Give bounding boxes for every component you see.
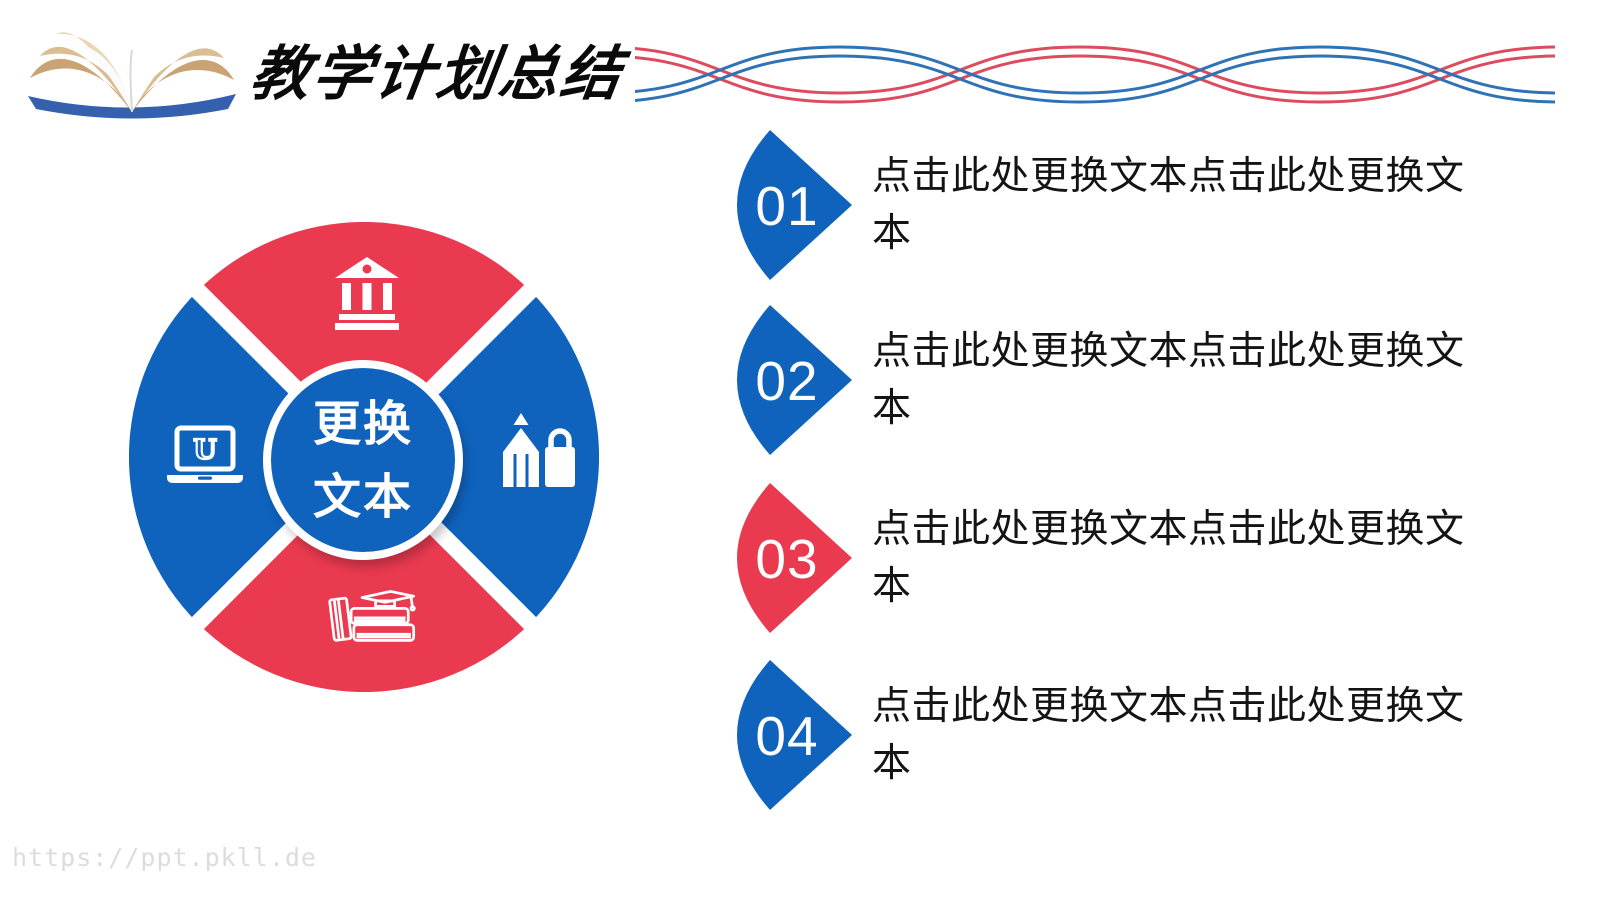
item-marker-04: 04 [737, 660, 852, 810]
item-text-placeholder[interactable]: 点击此处更换文本点击此处更换文本 [872, 685, 1465, 785]
segment-right[interactable] [364, 290, 599, 624]
segment-top[interactable] [197, 222, 531, 457]
item-marker-01: 01 [737, 130, 852, 280]
watermark-url: https://ppt.pkll.de [12, 843, 317, 872]
item-text-placeholder[interactable]: 点击此处更换文本点击此处更换文本 [872, 330, 1465, 430]
segment-bottom[interactable] [197, 457, 531, 692]
center-text-line2: 文本 [312, 471, 413, 524]
center-circle[interactable] [271, 368, 455, 552]
page-title: 教学计划总结 [246, 41, 628, 107]
item-number: 01 [755, 175, 818, 237]
item-number: 04 [755, 705, 818, 767]
svg-text:U: U [193, 435, 217, 466]
pencil-eraser-icon [503, 413, 575, 487]
center-text-line1: 更换 [312, 398, 413, 451]
item-text-placeholder[interactable]: 点击此处更换文本点击此处更换文本 [872, 155, 1465, 255]
item-marker-03: 03 [737, 483, 852, 633]
center-text[interactable]: 更换 文本 [263, 388, 463, 534]
books-graduation-icon [328, 590, 416, 642]
decorative-wave-lines [635, 45, 1555, 104]
open-book-image [28, 32, 236, 119]
laptop-u-icon: U [167, 425, 243, 483]
item-text-placeholder[interactable]: 点击此处更换文本点击此处更换文本 [872, 508, 1465, 608]
item-number: 03 [755, 528, 818, 590]
item-number: 02 [755, 350, 818, 412]
bank-building-icon [335, 257, 399, 330]
item-marker-02: 02 [737, 305, 852, 455]
segment-left[interactable] [129, 290, 364, 624]
